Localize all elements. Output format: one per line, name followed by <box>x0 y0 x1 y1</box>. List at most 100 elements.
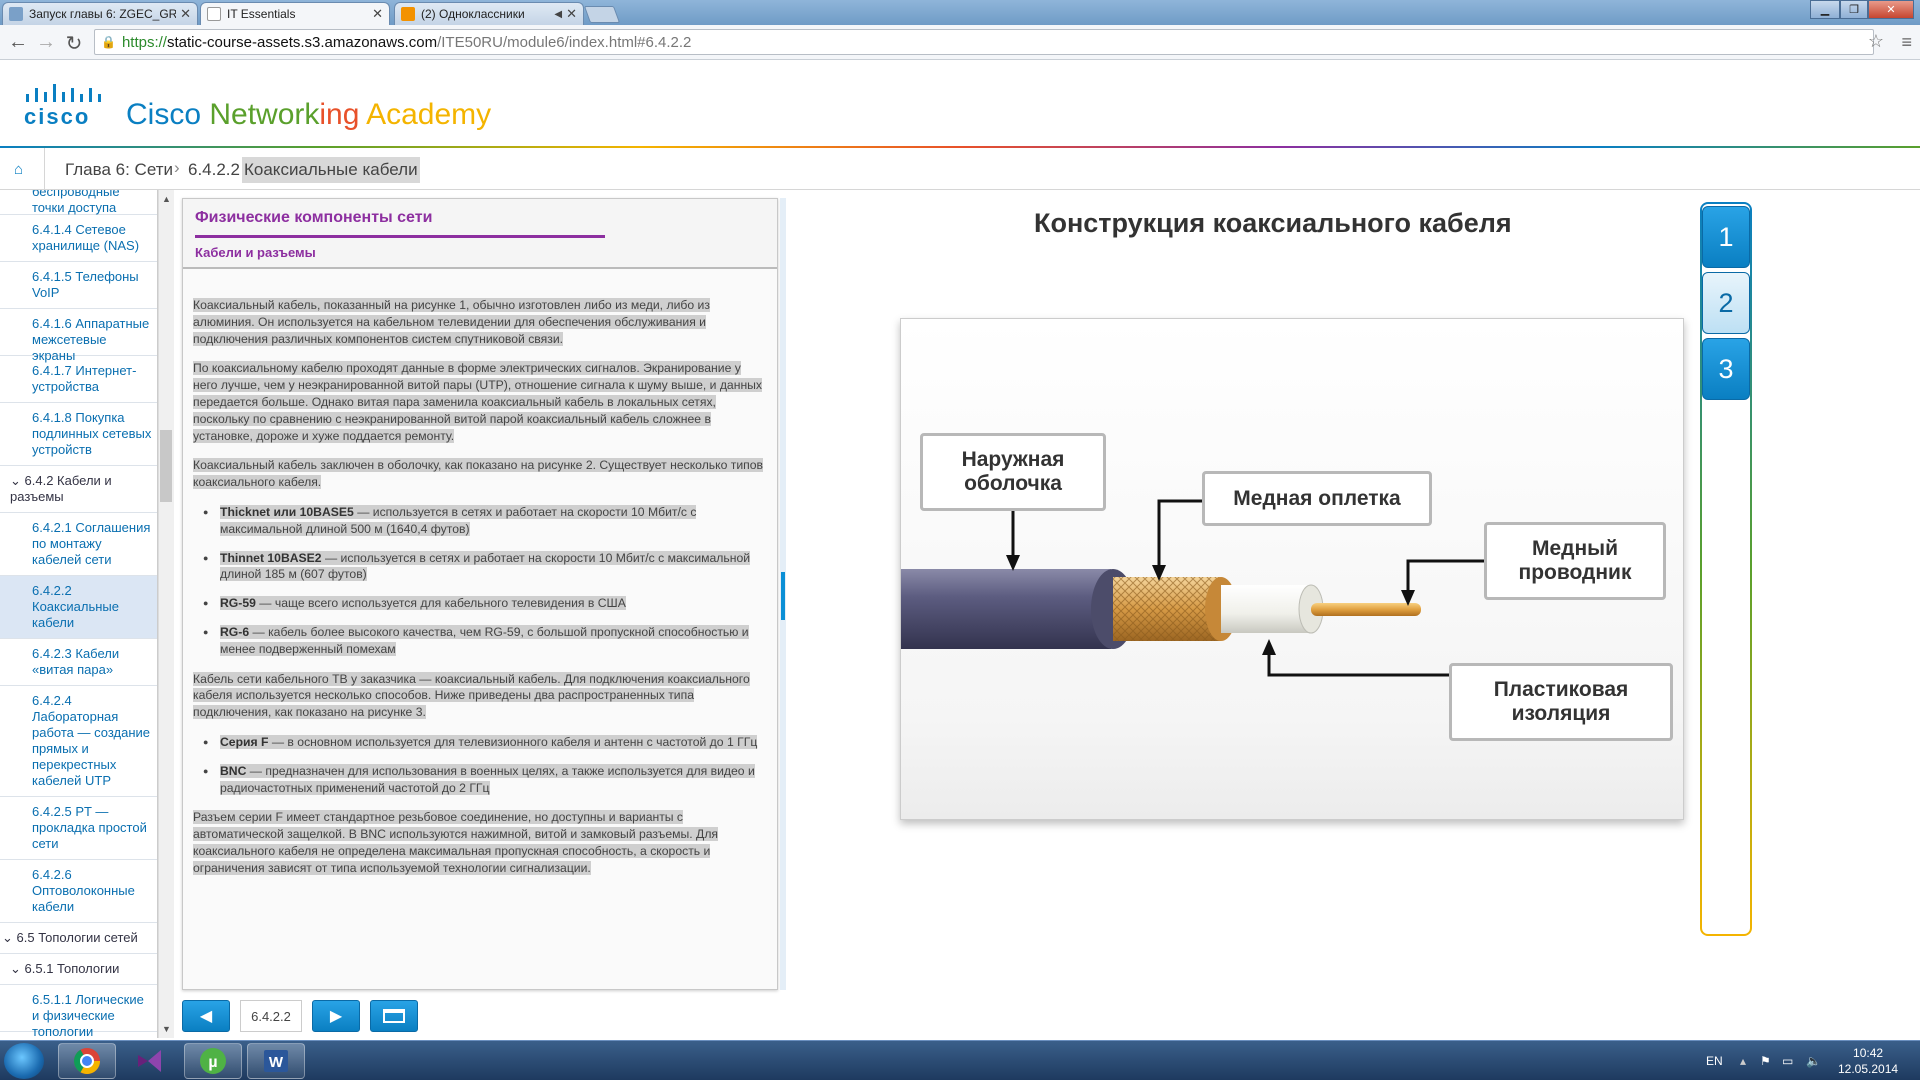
sidebar-item[interactable]: беспроводные точки доступа <box>0 190 157 215</box>
tray-arrow-icon[interactable]: ▴ <box>1740 1054 1747 1068</box>
svg-text:µ: µ <box>208 1054 217 1071</box>
word-taskbar-button[interactable]: W <box>247 1043 305 1079</box>
sidebar-item-label: 6.4.1.5 Телефоны VoIP <box>32 269 139 300</box>
clock-time: 10:42 <box>1853 1046 1884 1060</box>
browser-tab-2[interactable]: IT Essentials ✕ <box>200 2 390 25</box>
scroll-down-icon[interactable]: ▼ <box>162 1024 171 1034</box>
sidebar-item-label: 6.4.1.4 Сетевое хранилище (NAS) <box>32 222 140 253</box>
breadcrumb-current: Коаксиальные кабели <box>242 157 420 183</box>
start-orb-icon[interactable] <box>4 1043 44 1079</box>
minimize-button[interactable]: ▁ <box>1810 0 1840 19</box>
sidebar-item[interactable]: 6.4.1.6 Аппаратные межсетевые экраны <box>0 309 157 363</box>
paragraph: Коаксиальный кабель, показанный на рисун… <box>193 298 710 346</box>
sidebar-item[interactable]: 6.4.2.5 PT — прокладка простой сети <box>0 797 157 860</box>
cisco-bridge-logo-icon <box>26 84 101 102</box>
back-arrow-icon[interactable]: ← <box>8 31 28 53</box>
sidebar-folder[interactable]: ⌄ 6.5 Топологии сетей <box>0 923 157 954</box>
reload-icon[interactable]: ↻ <box>65 33 83 55</box>
sidebar-item-label: 6.4.2.3 Кабели «витая пара» <box>32 646 120 677</box>
sidebar-item[interactable]: 6.4.2.2 Коаксиальные кабели <box>0 576 157 639</box>
sidebar-item-label: 6.4.2.4 Лабораторная работа — создание п… <box>32 693 151 788</box>
visual-studio-taskbar-button[interactable] <box>121 1043 179 1079</box>
flag-icon[interactable]: ⚑ <box>1760 1054 1771 1068</box>
sidebar-folder[interactable]: ⌄ 6.4.2 Кабели и разъемы <box>0 466 157 513</box>
sidebar-item[interactable]: 6.4.2.4 Лабораторная работа — создание п… <box>0 686 157 797</box>
new-tab-button[interactable] <box>583 6 621 23</box>
close-window-button[interactable]: ✕ <box>1868 0 1914 19</box>
paragraph: Разъем серии F имеет стандартное резьбов… <box>193 810 719 875</box>
browser-tab-3[interactable]: (2) Одноклассники ◀ ✕ <box>394 2 584 25</box>
sidebar-item[interactable]: 6.4.2.3 Кабели «витая пара» <box>0 639 157 686</box>
arrow-braid-line <box>1157 499 1202 569</box>
close-tab-icon[interactable]: ✕ <box>566 6 577 21</box>
toc-button[interactable] <box>370 1000 418 1032</box>
close-tab-icon[interactable]: ✕ <box>372 6 383 21</box>
sidebar-item-label: 6.4.2.2 Коаксиальные кабели <box>32 583 119 630</box>
academy-title[interactable]: Cisco Networking Academy <box>126 98 491 132</box>
sidebar-item[interactable]: 6.5.1.1 Логические и физические топологи… <box>0 985 157 1038</box>
volume-icon[interactable]: 🔈 <box>1806 1054 1821 1068</box>
list-item: Серия F — в основном используется для те… <box>193 734 765 751</box>
sidebar-item-label: 6.4.1.7 Интернет-устройства <box>32 363 137 394</box>
sidebar-item-label: 6.4.2.6 Оптоволоконные кабели <box>32 867 135 914</box>
system-clock[interactable]: 10:42 12.05.2014 <box>1838 1045 1898 1077</box>
chevron-right-icon: › <box>174 158 180 177</box>
coax-cable-illustration <box>901 499 1484 677</box>
previous-page-button[interactable]: ◀ <box>182 1000 230 1032</box>
maximize-button[interactable]: ❐ <box>1840 0 1868 19</box>
breadcrumb-chapter[interactable]: Глава 6: Сети <box>65 160 173 179</box>
figure-title: Конструкция коаксиального кабеля <box>1034 208 1512 238</box>
panel-subtitle: Кабели и разъемы <box>195 245 316 260</box>
sidebar-scroll-thumb[interactable] <box>160 430 172 502</box>
chrome-taskbar-button[interactable] <box>58 1043 116 1079</box>
figure-3-button[interactable]: 3 <box>1702 338 1750 400</box>
braid-mesh-shape <box>1113 577 1230 641</box>
panel-header: Физические компоненты сети Кабели и разъ… <box>183 199 777 269</box>
panel-body: Коаксиальный кабель, показанный на рисун… <box>193 297 765 890</box>
list-item: RG-59 — чаще всего используется для кабе… <box>193 595 765 612</box>
connector-types-list: Серия F — в основном используется для те… <box>193 734 765 796</box>
sidebar-item[interactable]: 6.4.2.1 Соглашения по монтажу кабелей се… <box>0 513 157 576</box>
odnoklassniki-icon <box>401 7 415 21</box>
page-number-field[interactable]: 6.4.2.2 <box>240 1000 302 1032</box>
speaker-icon: ◀ <box>554 8 563 20</box>
browser-tab-1[interactable]: Запуск главы 6: ZGEC_GR ✕ <box>2 2 198 25</box>
utorrent-icon: µ <box>200 1048 226 1074</box>
sidebar-folder[interactable]: ⌄ 6.5.1 Топологии <box>0 954 157 985</box>
browser-menu-icon[interactable]: ≡ <box>1901 32 1912 52</box>
close-tab-icon[interactable]: ✕ <box>180 6 191 21</box>
window-icon <box>383 1009 405 1023</box>
sidebar-item[interactable]: 6.4.1.5 Телефоны VoIP <box>0 262 157 309</box>
arrow-conductor-head <box>1401 590 1415 606</box>
network-icon[interactable]: ▭ <box>1782 1054 1794 1068</box>
list-item: BNC — предназначен для использования в в… <box>193 763 765 797</box>
visual-studio-icon <box>138 1050 161 1072</box>
sidebar-item[interactable]: 6.4.1.8 Покупка подлинных сетевых устрой… <box>0 403 157 466</box>
bookmark-star-icon[interactable]: ☆ <box>1867 31 1884 51</box>
figure-2-button[interactable]: 2 <box>1702 272 1750 334</box>
scroll-up-icon[interactable]: ▲ <box>162 194 171 204</box>
next-page-button[interactable]: ▶ <box>312 1000 360 1032</box>
content-text-panel: Физические компоненты сети Кабели и разъ… <box>182 198 778 990</box>
academy-title-part: Academy <box>366 98 492 131</box>
divider-handle[interactable] <box>781 572 785 620</box>
language-indicator[interactable]: EN <box>1706 1054 1723 1068</box>
arrow-left-icon: ◀ <box>199 1008 213 1025</box>
sidebar-item[interactable]: 6.4.1.7 Интернет-устройства <box>0 356 157 403</box>
forward-arrow-icon[interactable]: → <box>36 31 56 53</box>
academy-title-part: Cisco <box>126 98 210 131</box>
label-copper-braid: Медная оплетка <box>1202 471 1432 526</box>
arrow-right-icon: ▶ <box>329 1008 343 1025</box>
utorrent-taskbar-button[interactable]: µ <box>184 1043 242 1079</box>
sidebar-item[interactable]: 6.4.2.6 Оптоволоконные кабели <box>0 860 157 923</box>
sidebar-item-label: 6.5.1.1 Логические и физические топологи… <box>32 992 144 1038</box>
figure-1-button[interactable]: 1 <box>1702 206 1750 268</box>
breadcrumb: ⌂ Глава 6: Сети › 6.4.2.2 Коаксиальные к… <box>0 148 1920 190</box>
url-input[interactable]: 🔒 https://static-course-assets.s3.amazon… <box>94 29 1874 55</box>
sidebar-scrollbar[interactable] <box>158 190 174 1038</box>
list-item: Thicknet или 10BASE5 — используется в се… <box>193 504 765 538</box>
sidebar-item[interactable]: 6.4.1.4 Сетевое хранилище (NAS) <box>0 215 157 262</box>
lock-icon: 🔒 <box>101 35 116 49</box>
svg-text:W: W <box>269 1054 284 1071</box>
home-icon[interactable]: ⌂ <box>14 161 24 178</box>
